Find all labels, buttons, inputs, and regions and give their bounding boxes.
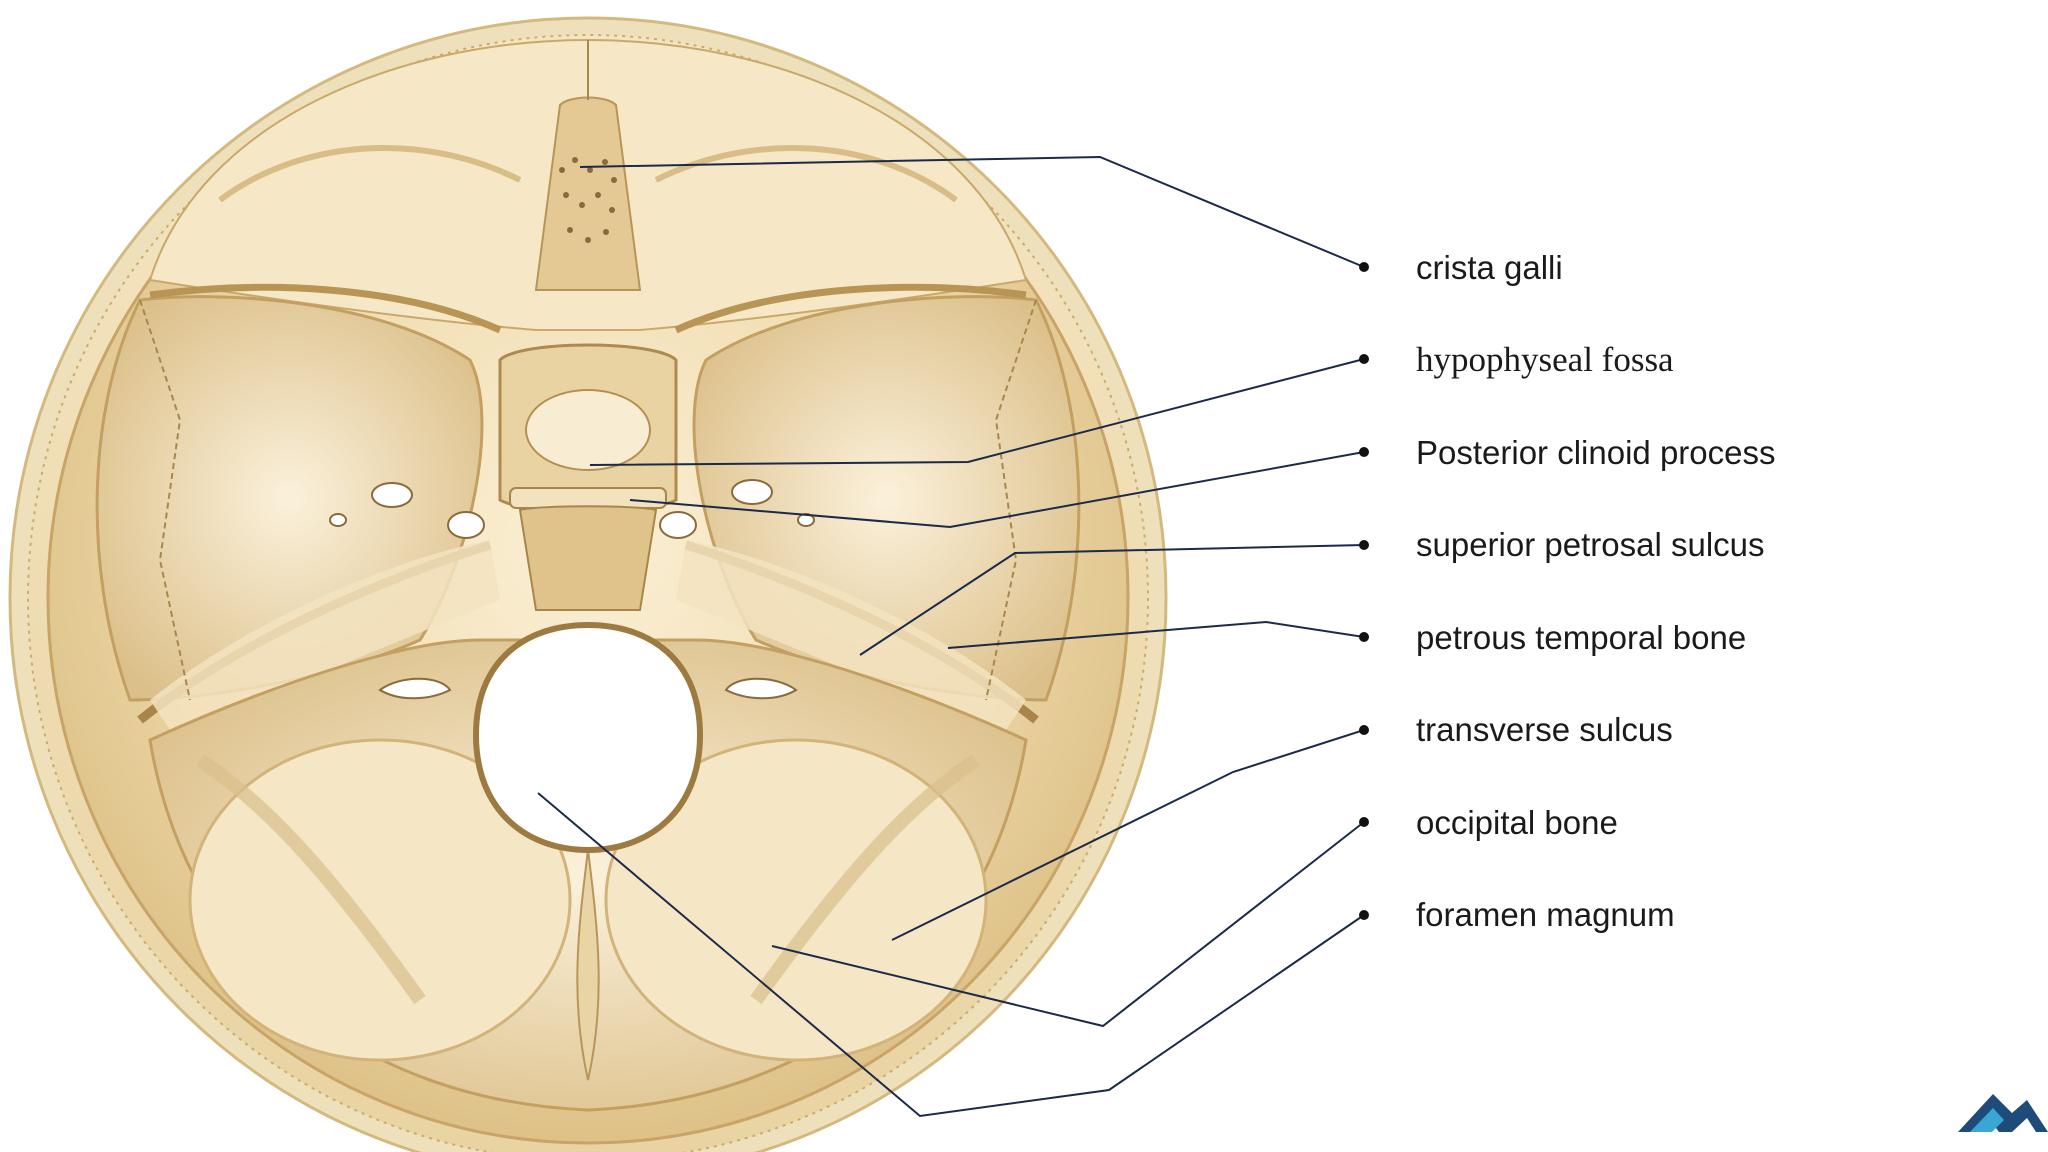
bullet-petrous-temporal-bone — [1359, 632, 1369, 642]
label-occipital-bone: occipital bone — [1416, 804, 1618, 841]
leader-foramen-magnum — [537, 792, 1365, 1118]
jugular-foramen-right — [724, 677, 798, 700]
leader-crista-galli — [579, 155, 1365, 268]
leader-occipital-bone — [771, 821, 1365, 1028]
hypophyseal-fossa — [525, 389, 651, 471]
foramen-ovale-left — [371, 482, 413, 508]
cribriform-foramina — [559, 157, 617, 243]
bullet-occipital-bone — [1359, 817, 1369, 827]
foramen-spinosum-left — [329, 513, 347, 527]
skull-illustration — [8, 16, 1168, 1152]
foramen-ovale-right — [731, 479, 773, 505]
petrous-temporal-right — [676, 540, 1026, 730]
internal-occipital-crest — [576, 849, 600, 1081]
leader-superior-petrosal-sulcus — [859, 544, 1365, 656]
jugular-foramen-left — [378, 677, 452, 700]
label-petrous-temporal-bone: petrous temporal bone — [1416, 619, 1747, 656]
suture-right — [985, 299, 1037, 701]
bullet-foramen-magnum — [1359, 910, 1369, 920]
bullet-transverse-sulcus — [1359, 725, 1369, 735]
foramen-magnum — [472, 621, 704, 854]
leader-hypophyseal-fossa — [589, 358, 1365, 466]
orbital-ridge-right — [654, 145, 958, 203]
foramen-lacerum-left — [447, 511, 485, 539]
bullet-hypophyseal-fossa — [1359, 354, 1369, 364]
transverse-sulcus-right — [750, 754, 980, 1005]
occipital-fossa-left — [188, 738, 572, 1062]
leader-petrous-temporal-bone — [947, 620, 1365, 649]
label-hypophyseal-fossa: hypophyseal fossa — [1416, 340, 1674, 379]
lesser-wing-left — [149, 283, 502, 334]
suture-left — [139, 299, 191, 701]
lesser-wing-right — [674, 283, 1027, 334]
clivus — [518, 505, 658, 611]
transverse-sulcus-left — [196, 754, 426, 1005]
leader-lines — [537, 155, 1365, 1118]
leader-transverse-sulcus — [891, 729, 1365, 941]
label-posterior-clinoid-process: Posterior clinoid process — [1416, 434, 1776, 471]
leader-posterior-clinoid-process — [629, 451, 1365, 529]
mountain-logo-icon — [1958, 1094, 2048, 1132]
bullet-superior-petrosal-sulcus — [1359, 540, 1369, 550]
orbital-ridge-left — [218, 145, 522, 203]
dorsum-sellae — [509, 487, 667, 509]
crista-galli — [534, 96, 642, 291]
occipital-fossa-right — [604, 738, 988, 1062]
label-transverse-sulcus: transverse sulcus — [1416, 711, 1673, 748]
bullet-posterior-clinoid-process — [1359, 447, 1369, 457]
label-superior-petrosal-sulcus: superior petrosal sulcus — [1416, 526, 1765, 563]
label-foramen-magnum: foramen magnum — [1416, 896, 1675, 933]
petrous-temporal-left — [150, 540, 500, 730]
label-crista-galli: crista galli — [1416, 249, 1563, 286]
bullet-crista-galli — [1359, 262, 1369, 272]
foramen-lacerum-right — [659, 511, 697, 539]
